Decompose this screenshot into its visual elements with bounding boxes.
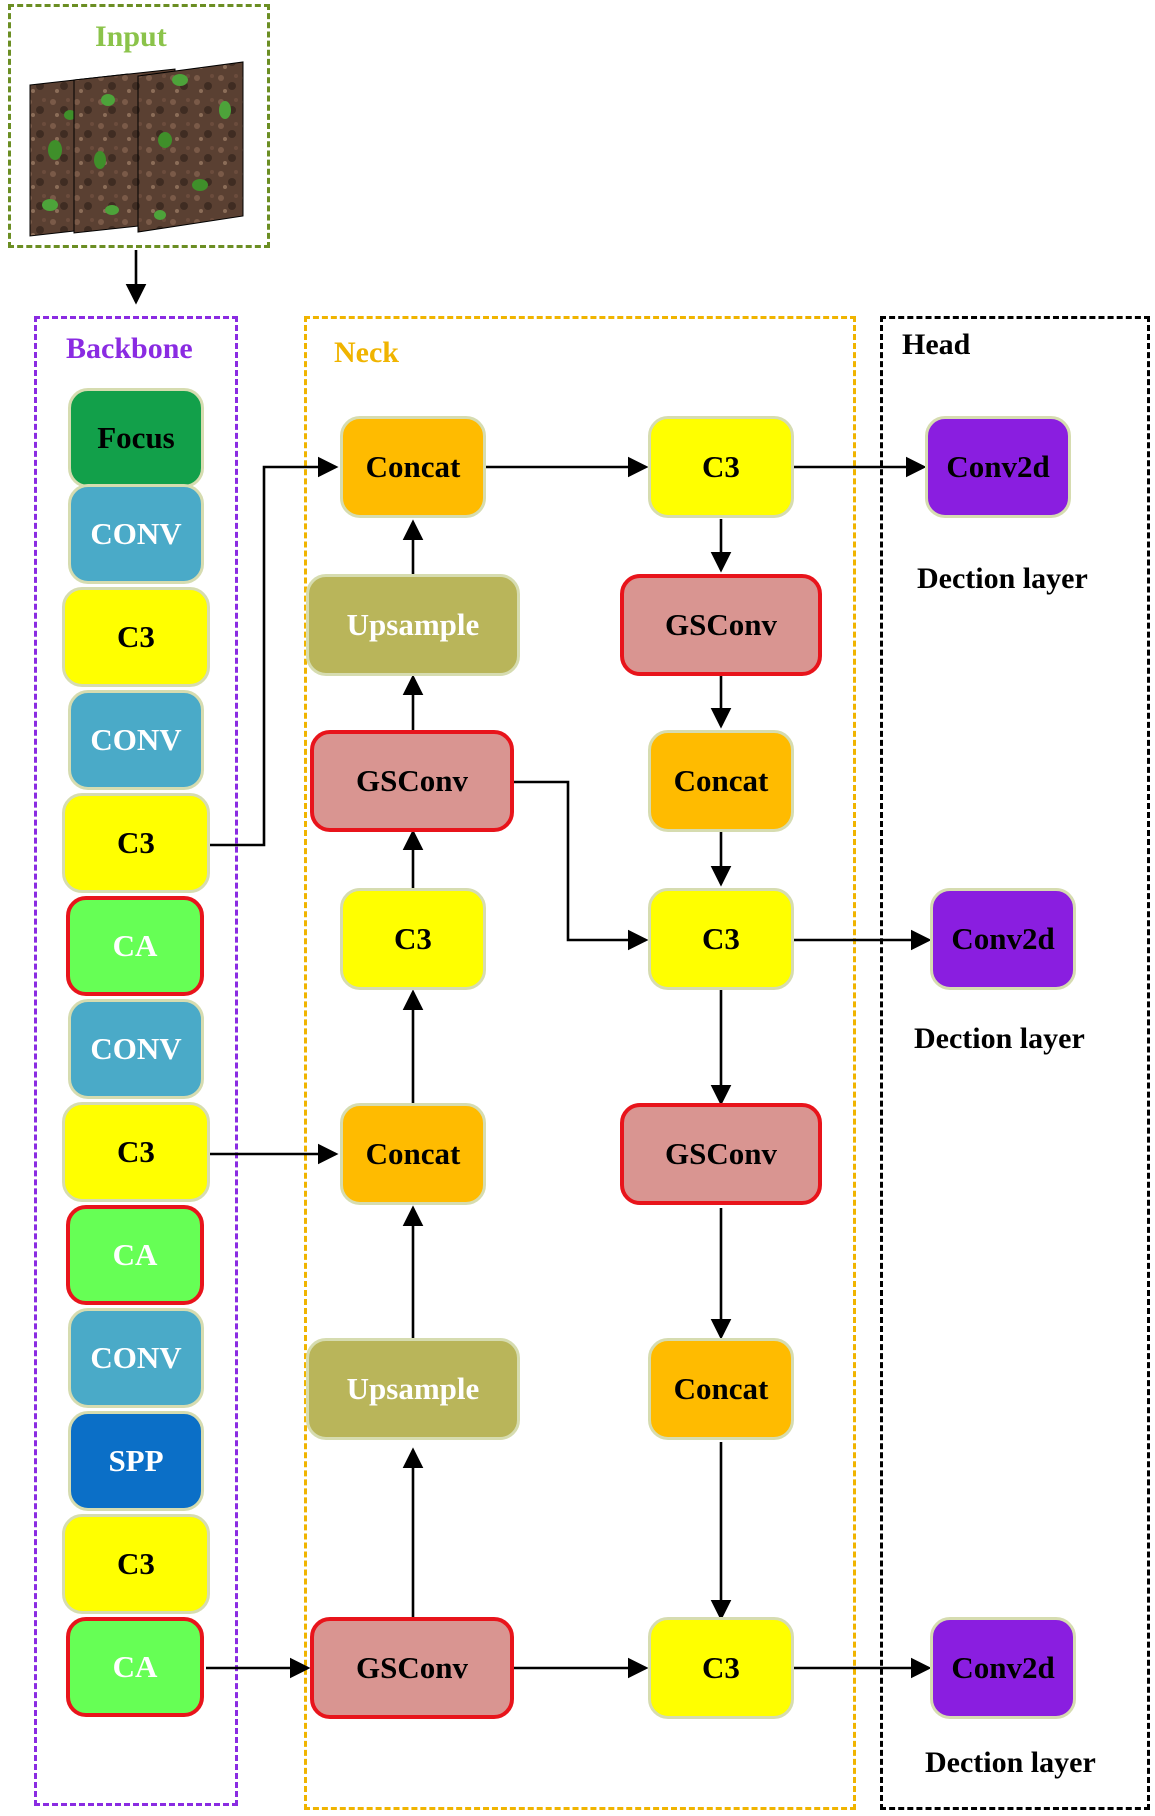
- neck-c3-right-1: C3: [648, 416, 794, 518]
- backbone-conv-2: CONV: [68, 690, 204, 790]
- neck-concat-right-1: Concat: [648, 730, 794, 832]
- backbone-conv-1: CONV: [68, 484, 204, 584]
- input-title: Input: [95, 20, 167, 53]
- head-title: Head: [902, 328, 971, 361]
- neck-gsconv-right-2: GSConv: [620, 1103, 822, 1205]
- backbone-title: Backbone: [66, 332, 193, 365]
- backbone-ca-1: CA: [66, 896, 204, 996]
- backbone-focus: Focus: [68, 388, 204, 488]
- backbone-c3-3: C3: [62, 1102, 210, 1202]
- neck-upsample-bottom: Upsample: [306, 1338, 520, 1440]
- backbone-conv-3: CONV: [68, 999, 204, 1099]
- input-frame: [8, 4, 270, 248]
- neck-c3-right-2: C3: [648, 888, 794, 990]
- head-conv2d-1: Conv2d: [925, 416, 1071, 518]
- neck-gsconv-top: GSConv: [310, 730, 514, 832]
- backbone-c3-1: C3: [62, 587, 210, 687]
- backbone-conv-4: CONV: [68, 1308, 204, 1408]
- neck-upsample-top: Upsample: [306, 574, 520, 676]
- detection-layer-caption-1: Dection layer: [917, 562, 1088, 595]
- detection-layer-caption-3: Dection layer: [925, 1746, 1096, 1779]
- backbone-spp: SPP: [68, 1411, 204, 1511]
- head-conv2d-3: Conv2d: [930, 1617, 1076, 1719]
- detection-layer-caption-2: Dection layer: [914, 1022, 1085, 1055]
- neck-concat-right-2: Concat: [648, 1338, 794, 1440]
- neck-c3-right-3: C3: [648, 1617, 794, 1719]
- neck-gsconv-right-1: GSConv: [620, 574, 822, 676]
- head-conv2d-2: Conv2d: [930, 888, 1076, 990]
- arrow-gsconv-c3-mid: [512, 780, 649, 951]
- neck-frame: [304, 316, 856, 1810]
- neck-concat-top: Concat: [340, 416, 486, 518]
- backbone-c3-4: C3: [62, 1514, 210, 1614]
- backbone-ca-2: CA: [66, 1205, 204, 1305]
- neck-title: Neck: [334, 336, 399, 369]
- head-frame: [880, 316, 1150, 1810]
- neck-concat-mid: Concat: [340, 1103, 486, 1205]
- arrow-c3-concat-top: [208, 456, 339, 847]
- backbone-c3-2: C3: [62, 793, 210, 893]
- backbone-frame: [34, 316, 238, 1806]
- neck-gsconv-bottom: GSConv: [310, 1617, 514, 1719]
- backbone-ca-3: CA: [66, 1617, 204, 1717]
- neck-c3-left: C3: [340, 888, 486, 990]
